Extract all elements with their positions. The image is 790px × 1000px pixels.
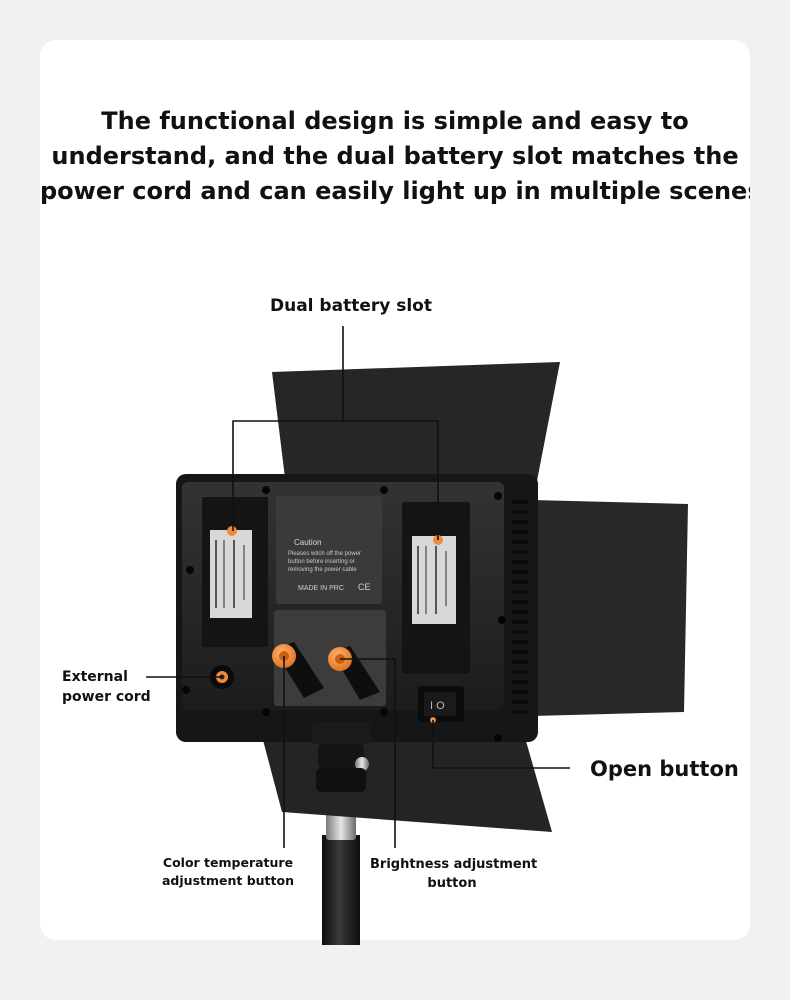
callout-color-temp-line-1: Color temperature — [162, 855, 294, 870]
callout-dual-battery-slot: Dual battery slot — [270, 296, 432, 316]
callout-brightness: Brightness adjustment button — [370, 855, 538, 893]
callout-brightness-line-2: button — [427, 876, 477, 891]
caution-line-3: removing the power cable — [288, 567, 357, 573]
caution-title: Caution — [294, 538, 322, 547]
headline: The functional design is simple and easy… — [40, 104, 750, 209]
battery-slot-left — [202, 497, 268, 647]
callout-line-open-button — [432, 720, 570, 769]
callout-open-button: Open button — [590, 757, 739, 781]
slot-indicator-left — [227, 526, 237, 536]
svg-text:I O: I O — [430, 700, 445, 712]
callout-line-battery-left — [232, 420, 343, 531]
made-in-label: MADE IN PRC — [298, 585, 344, 592]
callout-color-temperature: Color temperature adjustment button — [160, 854, 296, 890]
ball-head-mount — [312, 722, 370, 792]
caution-line-1: Pleases witch off the power — [288, 551, 361, 557]
stand-pole — [322, 835, 360, 945]
ce-mark: CE — [358, 582, 371, 592]
caution-plate: Caution Pleases witch off the power butt… — [276, 496, 382, 604]
callout-lines — [146, 326, 570, 848]
callout-external-power-line-2: power cord — [62, 689, 151, 705]
headline-line-3: power cord and can easily light up in mu… — [40, 177, 750, 205]
headline-line-1: The functional design is simple and easy… — [101, 107, 689, 135]
battery-slot-right — [402, 502, 470, 674]
vent-grille — [512, 500, 528, 714]
headline-line-2: understand, and the dual battery slot ma… — [51, 142, 739, 170]
power-switch: I O — [418, 686, 464, 723]
callout-brightness-line-1: Brightness adjustment — [370, 857, 538, 872]
callout-external-power-line-1: External — [62, 669, 128, 685]
callout-external-power-cord: External power cord — [62, 667, 151, 707]
callout-color-temp-line-2: adjustment button — [162, 873, 294, 888]
barn-door-right — [532, 500, 688, 716]
callout-line-battery-right — [343, 420, 439, 540]
barn-door-top — [272, 362, 560, 486]
caution-line-2: button before inserting or — [288, 559, 355, 565]
callout-line-brightness — [340, 658, 396, 848]
screws — [182, 486, 506, 742]
